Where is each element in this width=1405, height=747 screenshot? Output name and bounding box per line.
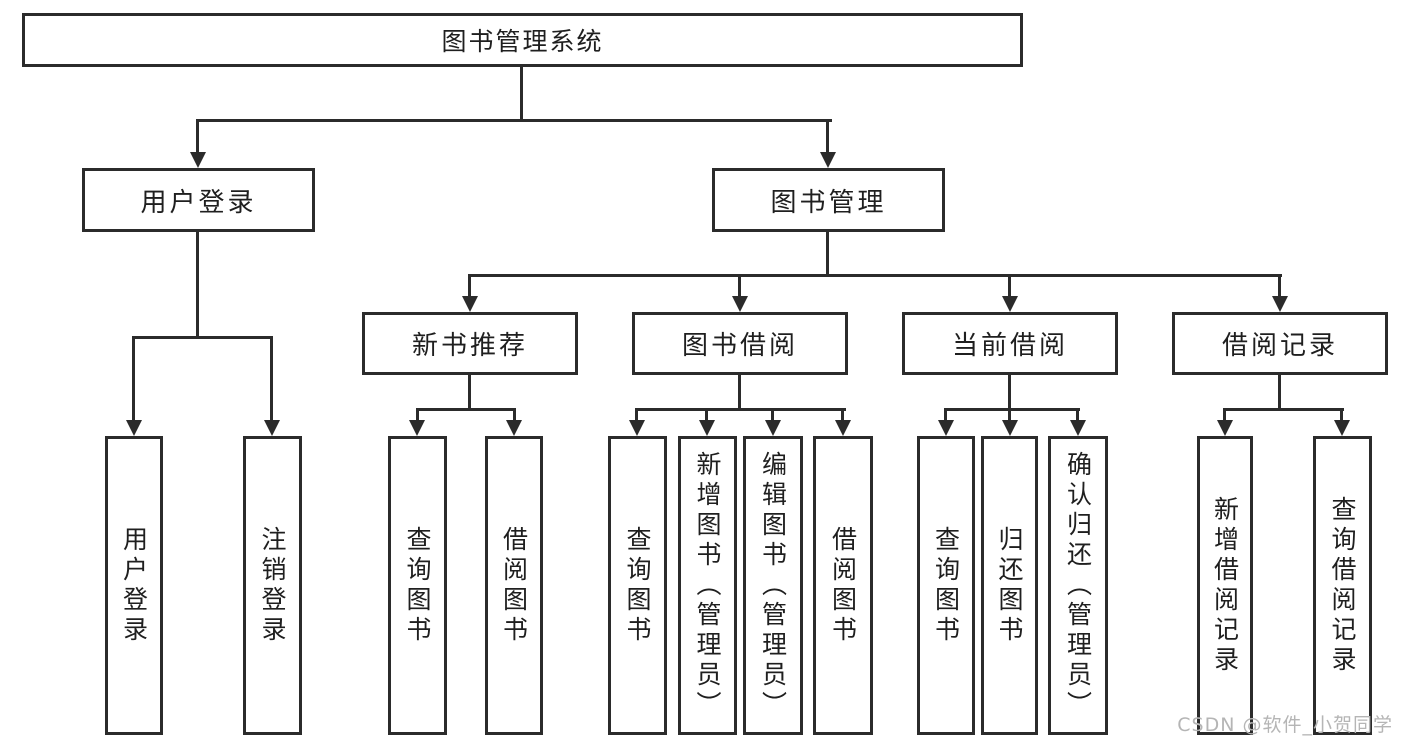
leaf-bb-borrow-book: 借阅图书	[813, 436, 873, 735]
connector-cb-return-drop	[1008, 408, 1011, 422]
connector-user-login-leaf1-drop	[132, 336, 135, 422]
arrowhead-current-borrow	[1002, 296, 1018, 312]
node-current-borrow: 当前借阅	[902, 312, 1118, 375]
connector-nbr-query-drop	[416, 408, 419, 422]
node-book-management-label: 图书管理	[770, 187, 887, 218]
arrowhead-bb-edit	[765, 420, 781, 436]
arrowhead-book-management	[820, 152, 836, 168]
leaf-nbr-query-book-label: 查询图书	[403, 525, 432, 646]
leaf-cb-query-book-label: 查询图书	[931, 525, 961, 646]
node-root: 图书管理系统	[22, 13, 1023, 67]
connector-br-query-drop	[1340, 408, 1343, 422]
leaf-user-login-label: 用户登录	[119, 525, 149, 646]
connector-root-stem	[520, 67, 523, 122]
arrowhead-br-query	[1334, 420, 1350, 436]
watermark: CSDN @软件_小贺同学	[1177, 714, 1393, 736]
connector-bb-query-drop	[635, 408, 638, 422]
leaf-cb-return-book-label: 归还图书	[995, 525, 1024, 646]
arrowhead-borrow-record	[1272, 296, 1288, 312]
node-new-book-recommend-label: 新书推荐	[411, 331, 528, 361]
connector-bb-edit-drop	[771, 408, 774, 422]
arrowhead-new-book	[462, 296, 478, 312]
leaf-nbr-query-book: 查询图书	[388, 436, 447, 735]
arrowhead-nbr-borrow	[506, 420, 522, 436]
connector-book-borrow-rail	[635, 408, 846, 411]
leaf-bb-add-book: 新增图书（管理员）	[678, 436, 737, 735]
leaf-bb-edit-book-label: 编辑图书（管理员）	[758, 450, 788, 721]
leaf-br-add-record: 新增借阅记录	[1197, 436, 1253, 735]
arrowhead-cb-return	[1002, 420, 1018, 436]
leaf-bb-add-book-label: 新增图书（管理员）	[693, 450, 722, 721]
leaf-br-query-record-label: 查询借阅记录	[1328, 495, 1357, 676]
leaf-logout-label: 注销登录	[258, 525, 287, 646]
connector-book-management-stem	[826, 232, 829, 277]
connector-borrow-record-drop	[1278, 274, 1281, 300]
connector-current-borrow-drop	[1008, 274, 1011, 300]
arrowhead-br-add	[1217, 420, 1233, 436]
connector-book-management-rail	[468, 274, 1282, 277]
connector-new-book-drop	[468, 274, 471, 300]
connector-current-borrow-stem	[1008, 375, 1011, 411]
connector-root-rail	[196, 119, 832, 122]
connector-new-book-stem	[468, 375, 471, 411]
leaf-bb-query-book: 查询图书	[608, 436, 667, 735]
connector-cb-query-drop	[944, 408, 947, 422]
leaf-cb-confirm-return-label: 确认归还（管理员）	[1063, 450, 1093, 721]
connector-bb-borrow-drop	[841, 408, 844, 422]
node-user-login: 用户登录	[82, 168, 315, 232]
arrowhead-book-borrow	[732, 296, 748, 312]
connector-new-book-rail	[416, 408, 516, 411]
leaf-nbr-borrow-book: 借阅图书	[485, 436, 543, 735]
leaf-cb-confirm-return: 确认归还（管理员）	[1048, 436, 1108, 735]
arrowhead-nbr-query	[409, 420, 425, 436]
connector-logout-leaf-drop	[270, 336, 273, 422]
node-root-label: 图书管理系统	[441, 27, 604, 56]
connector-book-borrow-drop	[738, 274, 741, 300]
arrowhead-logout-leaf	[264, 420, 280, 436]
arrowhead-cb-confirm	[1070, 420, 1086, 436]
node-book-borrow-label: 图书借阅	[681, 331, 798, 361]
connector-nbr-borrow-drop	[513, 408, 516, 422]
connector-borrow-record-stem	[1278, 375, 1281, 411]
arrowhead-bb-add	[699, 420, 715, 436]
arrowhead-user-login-leaf	[126, 420, 142, 436]
node-book-borrow: 图书借阅	[632, 312, 848, 375]
connector-cb-confirm-drop	[1076, 408, 1079, 422]
connector-br-add-drop	[1223, 408, 1226, 422]
arrowhead-cb-query	[938, 420, 954, 436]
connector-book-management-drop	[826, 119, 829, 155]
connector-current-borrow-rail	[944, 408, 1080, 411]
connector-user-login-drop	[196, 119, 199, 155]
leaf-cb-return-book: 归还图书	[981, 436, 1038, 735]
leaf-bb-edit-book: 编辑图书（管理员）	[743, 436, 803, 735]
arrowhead-bb-borrow	[835, 420, 851, 436]
leaf-user-login: 用户登录	[105, 436, 163, 735]
leaf-br-query-record: 查询借阅记录	[1313, 436, 1372, 735]
node-borrow-record-label: 借阅记录	[1221, 331, 1338, 361]
leaf-logout: 注销登录	[243, 436, 302, 735]
connector-borrow-record-rail	[1223, 408, 1344, 411]
connector-book-borrow-stem	[738, 375, 741, 411]
connector-user-login-rail	[132, 336, 273, 339]
leaf-br-add-record-label: 新增借阅记录	[1210, 495, 1240, 676]
connector-bb-add-drop	[705, 408, 708, 422]
arrowhead-bb-query	[629, 420, 645, 436]
node-book-management: 图书管理	[712, 168, 945, 232]
node-new-book-recommend: 新书推荐	[362, 312, 578, 375]
node-borrow-record: 借阅记录	[1172, 312, 1388, 375]
node-current-borrow-label: 当前借阅	[951, 331, 1068, 361]
leaf-nbr-borrow-book-label: 借阅图书	[499, 525, 529, 646]
arrowhead-user-login	[190, 152, 206, 168]
connector-user-login-stem	[196, 232, 199, 339]
node-user-login-label: 用户登录	[140, 187, 257, 218]
leaf-cb-query-book: 查询图书	[917, 436, 975, 735]
leaf-bb-query-book-label: 查询图书	[623, 525, 652, 646]
leaf-bb-borrow-book-label: 借阅图书	[828, 525, 858, 646]
